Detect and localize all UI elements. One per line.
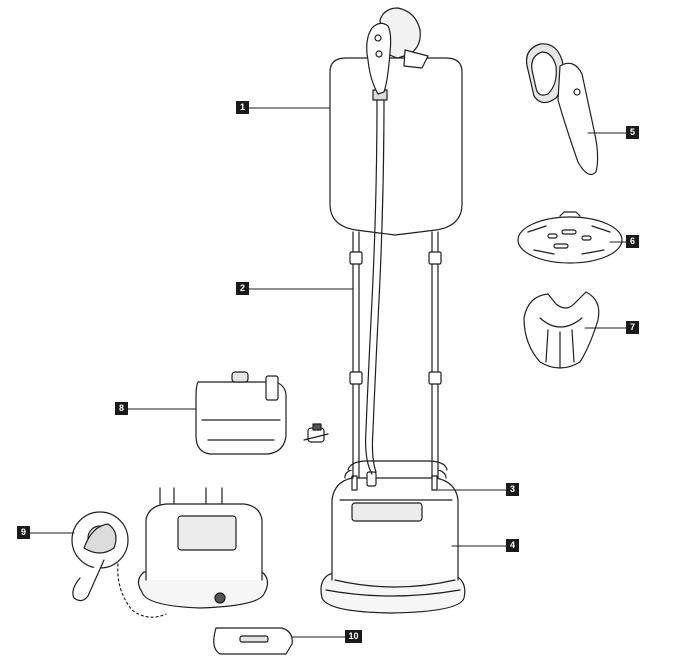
cord-detail	[71, 511, 167, 618]
steamer-main-unit	[320, 7, 466, 614]
label-10: 10	[345, 630, 362, 643]
label-5: 5	[626, 126, 639, 139]
steam-head	[366, 7, 429, 95]
label-9: 9	[17, 526, 30, 539]
fabric-brush-disc	[517, 211, 623, 264]
label-6: 6	[626, 235, 639, 248]
removable-tank	[195, 371, 287, 455]
leader-lines	[29, 107, 627, 638]
drip-tray	[213, 627, 293, 655]
label-4: 4	[506, 539, 519, 552]
steam-head-detail	[525, 43, 599, 175]
crease-clip	[523, 291, 600, 369]
label-3: 3	[506, 483, 519, 496]
label-1: 1	[236, 101, 249, 114]
label-8: 8	[115, 402, 128, 415]
label-7: 7	[626, 321, 639, 334]
water-tank	[320, 467, 466, 614]
base-rear-view	[137, 487, 269, 609]
telescopic-poles	[349, 231, 442, 479]
label-2: 2	[236, 282, 249, 295]
tank-cap	[303, 423, 329, 443]
garment-board	[329, 57, 463, 236]
